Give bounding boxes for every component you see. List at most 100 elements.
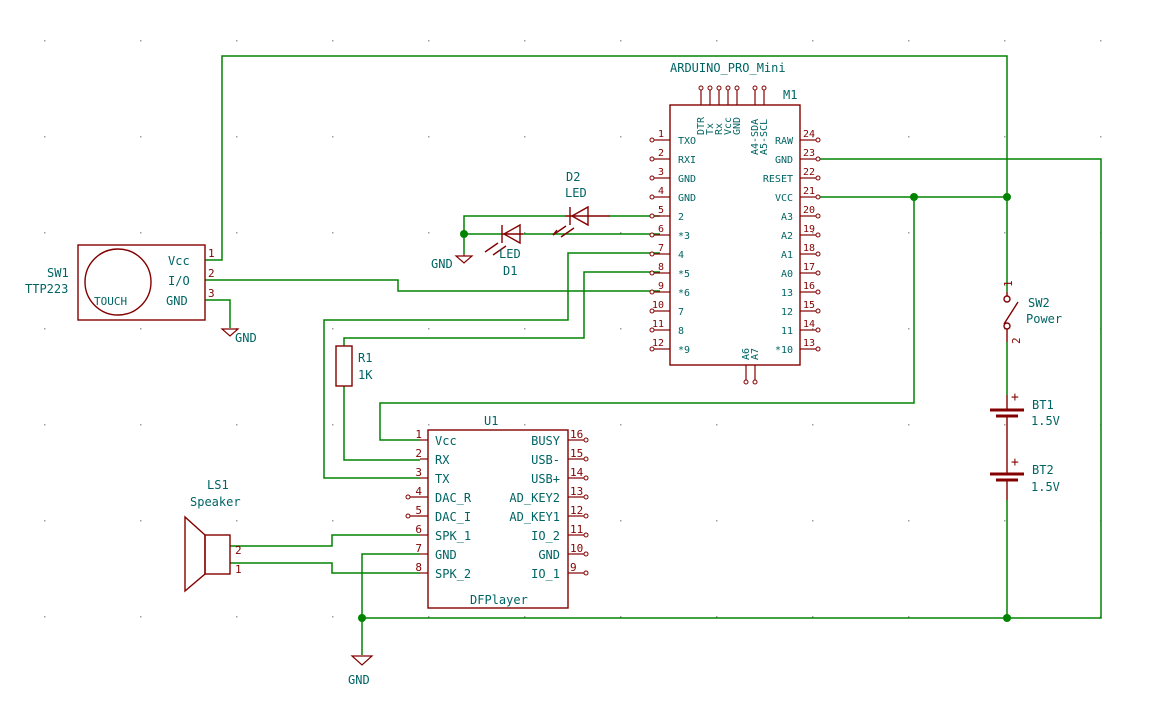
gnd-label-bottom: GND [348,673,370,687]
arduino-top-pin-name: Vcc [723,117,734,135]
arduino-pin-num: 23 [803,148,815,159]
arduino-pin-num: 10 [652,300,664,311]
dfplayer-pin-num: 9 [570,561,577,574]
arduino-pin-num: 12 [652,338,664,349]
arduino-pin-name: RAW [775,136,794,147]
sw2-ref: SW2 [1028,296,1050,310]
arduino-pin-name: A3 [781,212,793,223]
dfplayer-pin-name: IO_2 [531,529,560,543]
battery-bt1[interactable]: + BT1 1.5V [990,390,1060,464]
dfplayer-pin-num: 4 [415,485,422,498]
touch-pin-vcc: Vcc [168,254,190,268]
dfplayer-ref: U1 [484,414,498,428]
r1-ref: R1 [358,351,372,365]
dfplayer-pin-num: 3 [415,466,422,479]
arduino-pin-name: 8 [678,326,684,337]
touch-sensor-sw1[interactable]: TOUCH SW1 TTP223 Vcc I/O GND 1 2 3 [25,244,215,321]
arduino-pin-name: *10 [775,345,793,356]
junctions [358,193,1011,622]
battery-bt2[interactable]: + BT2 1.5V [990,455,1060,500]
dfplayer-pin-name: DAC_R [435,491,472,505]
arduino-pro-mini[interactable]: ARDUINO_PRO_Mini M1 1TXO2RXI3GND4GND526*… [649,61,821,385]
arduino-pin-name: 4 [678,250,684,261]
switch-sw2[interactable]: 1 2 SW2 Power [1002,280,1062,344]
gnd-label-led: GND [431,257,453,271]
arduino-pin-num: 9 [658,281,664,292]
arduino-pin-name: 13 [781,288,793,299]
arduino-pin-name: *6 [678,288,690,299]
arduino-pin-name: *3 [678,231,690,242]
d2-ref: D2 [566,170,580,184]
dfplayer-pin-num: 11 [570,523,583,536]
gnd-label-touch: GND [235,331,257,345]
arduino-top-pin-name: A5-SCL [759,119,770,155]
bt2-value: 1.5V [1031,480,1060,494]
touch-pin-2-num: 2 [208,267,215,280]
arduino-pin-num: 17 [803,262,815,273]
dfplayer-pin-num: 13 [570,485,583,498]
dfplayer-pin-num: 10 [570,542,583,555]
arduino-bottom-pin-name: A6 [741,348,752,360]
d1-value: LED [499,247,521,261]
arduino-pin-name: A0 [781,269,793,280]
d2-value: LED [565,186,587,200]
arduino-pin-name: 7 [678,307,684,318]
dfplayer-pin-name: USB+ [531,472,560,486]
dfplayer-name: DFPlayer [470,593,528,607]
ls1-pin1: 1 [235,563,242,576]
gnd-symbol-bottom: GND [348,655,374,687]
dfplayer-pin-name: GND [538,548,560,562]
arduino-pin-name: GND [678,174,696,185]
arduino-pin-name: A1 [781,250,793,261]
arduino-pin-num: 14 [803,319,815,330]
touch-pin-1-num: 1 [208,247,215,260]
arduino-pin-num: 4 [658,186,664,197]
arduino-pin-name: *5 [678,269,690,280]
arduino-pin-num: 5 [658,205,664,216]
arduino-pin-num: 13 [803,338,815,349]
touch-pin-gnd: GND [166,294,188,308]
dfplayer-pin-num: 1 [415,428,422,441]
resistor-r1[interactable]: R1 1K [335,345,373,387]
arduino-name: ARDUINO_PRO_Mini [670,61,786,75]
dfplayer-pin-name: TX [435,472,450,486]
arduino-pin-num: 3 [658,167,664,178]
arduino-pin-num: 20 [803,205,815,216]
arduino-pin-name: 2 [678,212,684,223]
bt1-value: 1.5V [1031,414,1060,428]
dfplayer-pin-num: 6 [415,523,422,536]
arduino-pin-num: 7 [658,243,664,254]
sw2-pin1: 1 [1002,280,1015,287]
arduino-pin-num: 18 [803,243,815,254]
dfplayer-pin-name: SPK_1 [435,529,471,543]
arduino-pin-num: 24 [803,129,815,140]
arduino-pin-name: TXO [678,136,696,147]
arduino-pin-num: 21 [803,186,815,197]
ls1-value: Speaker [190,495,241,509]
led-d1[interactable]: LED D1 [484,223,523,278]
dfplayer-pin-num: 7 [415,542,422,555]
arduino-pin-num: 6 [658,224,664,235]
dfplayer-pin-num: 8 [415,561,422,574]
arduino-top-pin-name: Tx [705,123,716,135]
ls1-pin2: 2 [235,544,242,557]
speaker-ls1[interactable]: LS1 Speaker 2 1 [184,478,242,593]
arduino-pin-name: GND [678,193,696,204]
arduino-right-pins: 24RAW23GND22RESET21VCC20A319A218A117A016… [763,129,821,356]
r1-value: 1K [358,368,373,382]
touch-pin-3-num: 3 [208,287,215,300]
arduino-top-pin-name: Rx [714,123,725,135]
arduino-bottom-pin-name: A7 [750,348,761,360]
led-d2[interactable]: D2 LED [552,170,610,238]
bt1-ref: BT1 [1032,398,1054,412]
dfplayer-pin-name: USB- [531,453,560,467]
arduino-ref: M1 [783,88,797,102]
arduino-pin-num: 2 [658,148,664,159]
sw2-value: Power [1026,312,1062,326]
dfplayer-pin-num: 15 [570,447,583,460]
dfplayer-pin-num: 14 [570,466,584,479]
touch-value: TTP223 [25,282,68,296]
